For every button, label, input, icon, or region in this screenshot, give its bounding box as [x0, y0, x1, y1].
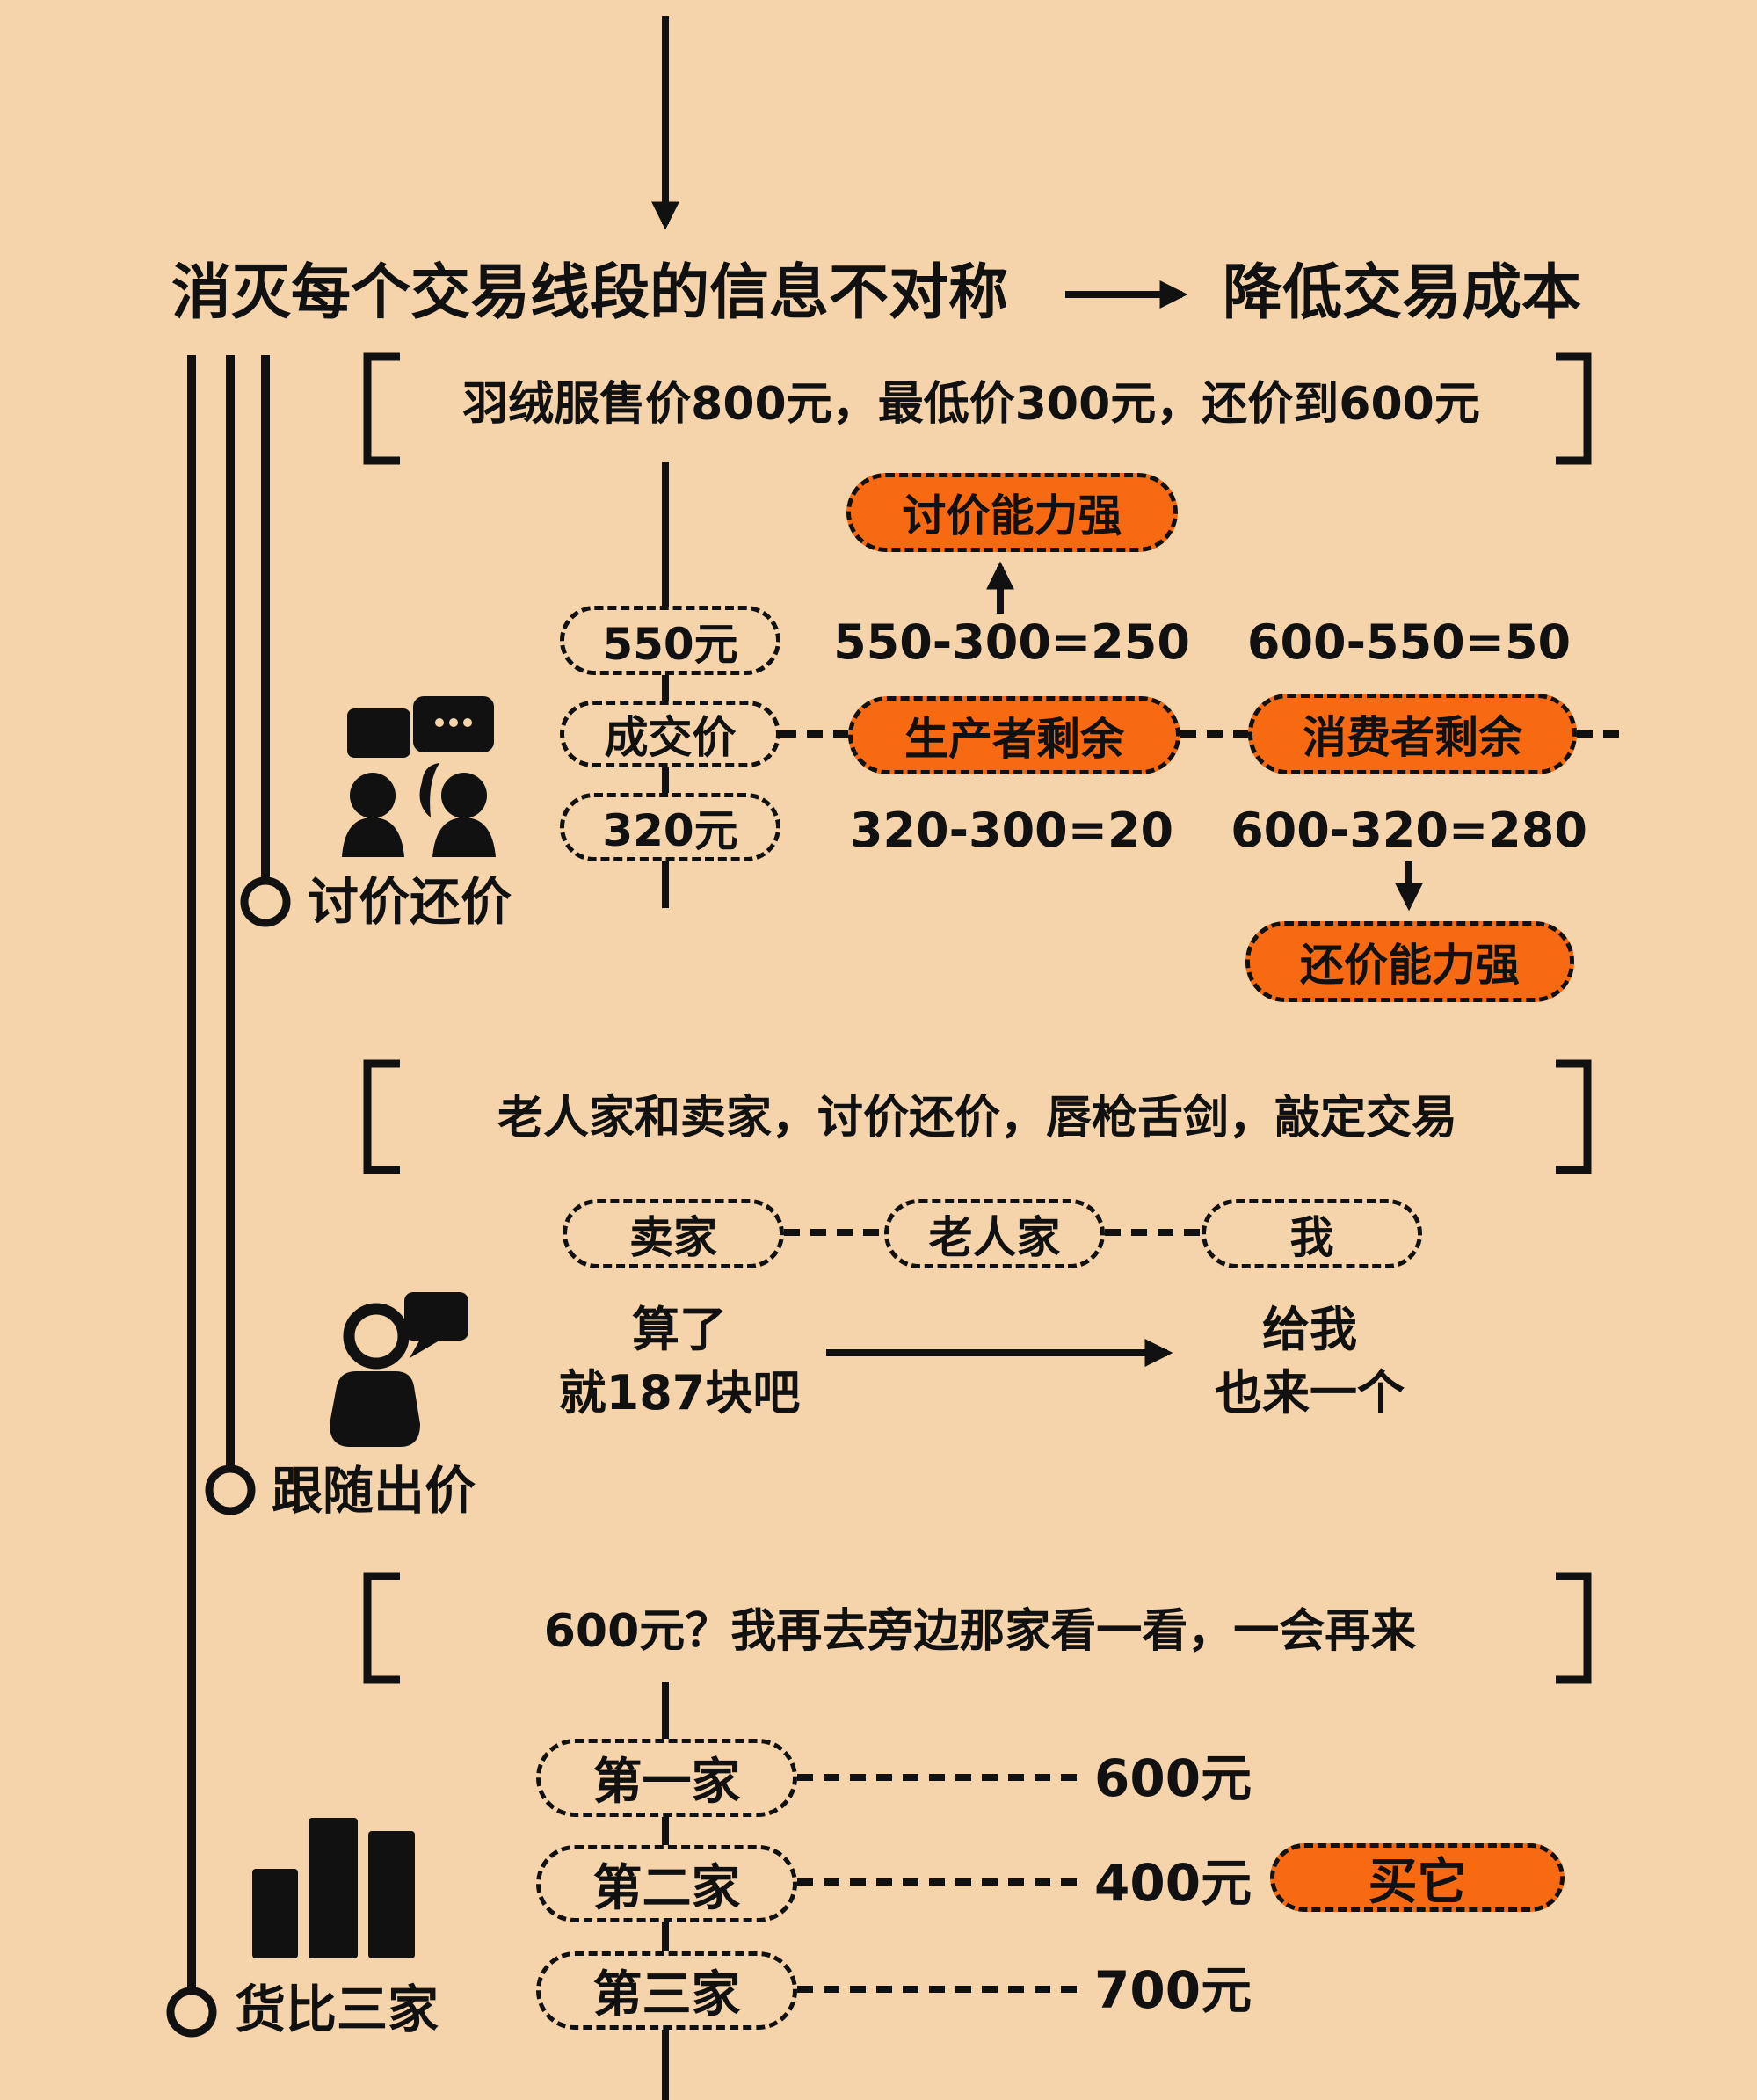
- section-label-bargain: 讨价还价: [308, 872, 512, 932]
- role-pill-seller: 卖家: [563, 1199, 784, 1268]
- calc-top-right: 600-550=50: [1246, 614, 1572, 670]
- bargain-strong-pill: 讨价能力强: [846, 473, 1178, 552]
- node-circle-2: [205, 1464, 256, 1515]
- shop-price-3: 700元: [1094, 1960, 1252, 2020]
- quote-right-line2: 也来一个: [1215, 1365, 1405, 1421]
- calc-bottom-right: 600-320=280: [1231, 803, 1587, 858]
- bracket-text-2: 老人家和卖家，讨价还价，唇枪舌剑，敲定交易: [497, 1092, 1458, 1144]
- consumer-surplus-pill: 消费者剩余: [1248, 694, 1577, 774]
- title-left: 消灭每个交易线段的信息不对称: [171, 258, 1009, 328]
- section-label-compare: 货比三家: [235, 1980, 439, 2039]
- quote-left-line2: 就187块吧: [558, 1365, 801, 1421]
- shop-price-1: 600元: [1094, 1748, 1252, 1808]
- bracket-2: [363, 1059, 1592, 1174]
- shop-pill-3: 第三家: [536, 1951, 797, 2030]
- calc-top-left: 550-300=250: [833, 614, 1190, 670]
- title-right: 降低交易成本: [1223, 258, 1582, 328]
- node-circle-3: [166, 1987, 217, 2038]
- bracket-3: [363, 1572, 1592, 1684]
- role-pill-me: 我: [1202, 1199, 1422, 1268]
- buy-it-pill: 买它: [1270, 1843, 1565, 1912]
- node-circle-1: [240, 876, 291, 927]
- quote-right-line1: 给我: [1262, 1302, 1357, 1357]
- calc-bottom-left: 320-300=20: [849, 803, 1174, 858]
- bracket-text-3: 600元？我再去旁边那家看一看，一会再来: [543, 1605, 1417, 1658]
- shop-pill-1: 第一家: [536, 1739, 797, 1817]
- group-chat-icon: [342, 696, 496, 857]
- deal-price-pill: 成交价: [560, 701, 780, 767]
- quote-left-line1: 算了: [632, 1302, 727, 1357]
- section-label-follow: 跟随出价: [272, 1461, 476, 1521]
- bracket-text-1: 羽绒服售价800元，最低价300元，还价到600元: [462, 378, 1480, 431]
- price-pill-320: 320元: [560, 793, 780, 861]
- price-pill-550: 550元: [560, 606, 780, 675]
- role-pill-elder: 老人家: [884, 1199, 1105, 1268]
- bracket-1: [363, 352, 1592, 465]
- shop-price-2: 400元: [1094, 1853, 1252, 1913]
- shop-pill-2: 第二家: [536, 1845, 797, 1922]
- bar-chart-icon: [252, 1818, 415, 1958]
- person-speaking-icon: [330, 1292, 468, 1447]
- counter-strong-pill: 还价能力强: [1245, 921, 1574, 1002]
- producer-surplus-pill: 生产者剩余: [848, 696, 1180, 774]
